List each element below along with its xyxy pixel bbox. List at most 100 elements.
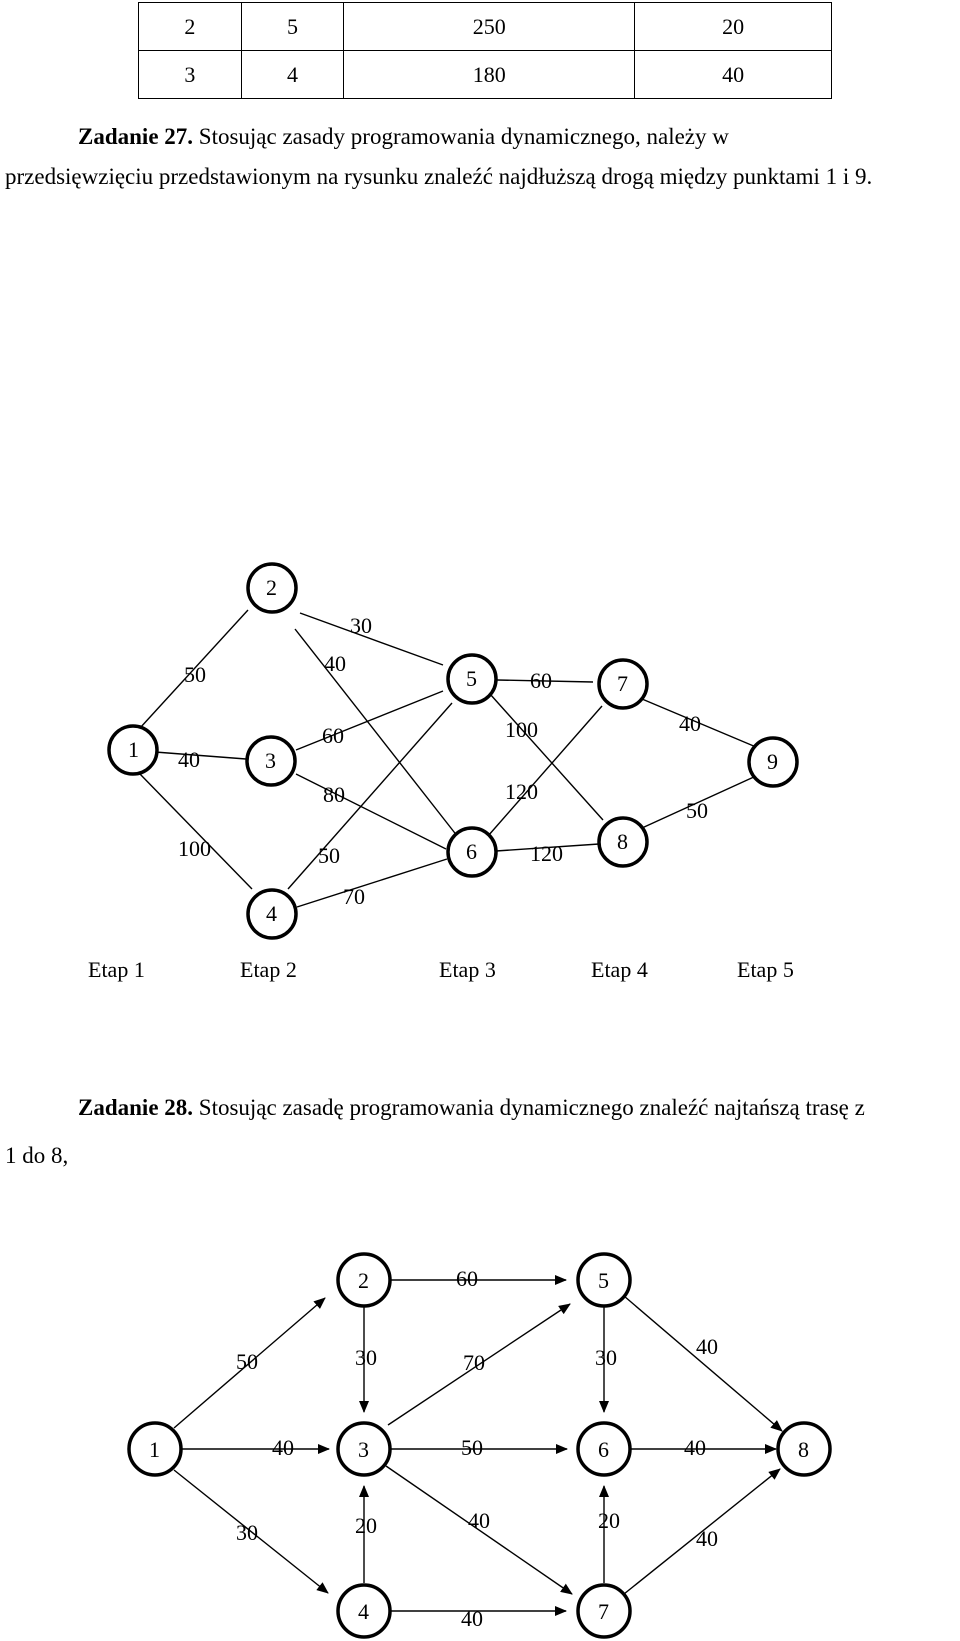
node-6: 6 bbox=[576, 1421, 632, 1477]
edge-8-9 bbox=[641, 775, 757, 829]
edge-3-6 bbox=[295, 773, 447, 850]
graph-task28: 1 2 3 4 5 6 7 8 50 40 30 60 30 70 20 50 … bbox=[127, 1252, 832, 1639]
edge-label: 80 bbox=[323, 782, 345, 807]
node-5: 5 bbox=[576, 1252, 632, 1308]
edge-label: 40 bbox=[684, 1435, 706, 1460]
graph27-edges bbox=[138, 609, 757, 908]
edge-3-5 bbox=[295, 690, 444, 751]
graph28-edges bbox=[173, 1275, 783, 1616]
edge-label: 40 bbox=[679, 711, 701, 736]
stage-label: Etap 3 bbox=[439, 957, 496, 982]
edge-label: 50 bbox=[686, 798, 708, 823]
node-label: 7 bbox=[598, 1599, 609, 1624]
edge-7-8 bbox=[623, 1468, 781, 1595]
node-label: 7 bbox=[617, 671, 628, 696]
node-label: 8 bbox=[617, 829, 628, 854]
table-cell: 2 bbox=[138, 2, 242, 51]
edge-1-4 bbox=[173, 1469, 329, 1594]
edge-label: 120 bbox=[505, 779, 538, 804]
edge-label: 60 bbox=[456, 1266, 478, 1291]
node-label: 5 bbox=[466, 666, 477, 691]
task28-text-line2: 1 do 8, bbox=[5, 1143, 69, 1168]
node-label: 3 bbox=[265, 748, 276, 773]
node-label: 4 bbox=[266, 901, 277, 926]
edge-label: 40 bbox=[178, 747, 200, 772]
table-cell: 5 bbox=[240, 2, 345, 51]
edge-5-8 bbox=[489, 693, 604, 821]
node-label: 4 bbox=[358, 1599, 369, 1624]
edge-label: 30 bbox=[350, 613, 372, 638]
edge-label: 20 bbox=[355, 1513, 377, 1538]
edge-label: 40 bbox=[696, 1334, 718, 1359]
node-label: 8 bbox=[798, 1437, 809, 1462]
edge-label: 30 bbox=[595, 1345, 617, 1370]
stage-label: Etap 5 bbox=[737, 957, 794, 982]
task27-title: Zadanie 27. bbox=[78, 124, 194, 149]
table-row: 3 4 180 40 bbox=[138, 50, 832, 99]
task27-text-line2: przedsięwzięciu przedstawionym na rysunk… bbox=[5, 164, 873, 189]
edge-label: 60 bbox=[530, 668, 552, 693]
table-cell: 250 bbox=[343, 2, 636, 51]
node-label: 1 bbox=[128, 737, 139, 762]
task28-text-line1: Stosując zasadę programowania dynamiczne… bbox=[198, 1095, 865, 1120]
edge-1-2 bbox=[139, 609, 249, 729]
edge-label: 40 bbox=[272, 1435, 294, 1460]
node-7: 7 bbox=[597, 658, 649, 710]
edge-6-8 bbox=[495, 843, 600, 852]
node-label: 1 bbox=[149, 1437, 160, 1462]
node-1: 1 bbox=[107, 724, 159, 776]
edge-label: 100 bbox=[505, 717, 538, 742]
edge-3-7 bbox=[385, 1465, 573, 1595]
edge-label: 40 bbox=[324, 651, 346, 676]
edge-label: 40 bbox=[468, 1508, 490, 1533]
node-3: 3 bbox=[245, 735, 297, 787]
edge-label: 50 bbox=[236, 1349, 258, 1374]
edge-label: 40 bbox=[696, 1526, 718, 1551]
node-label: 6 bbox=[598, 1437, 609, 1462]
node-7: 7 bbox=[576, 1583, 632, 1639]
edge-5-7 bbox=[496, 679, 594, 683]
edge-5-8 bbox=[623, 1295, 783, 1432]
edge-2-5 bbox=[299, 612, 444, 666]
node-2: 2 bbox=[246, 562, 298, 614]
node-label: 2 bbox=[358, 1268, 369, 1293]
edge-1-4 bbox=[138, 772, 253, 890]
edge-label: 50 bbox=[318, 843, 340, 868]
node-6: 6 bbox=[446, 826, 498, 878]
edge-label: 50 bbox=[184, 662, 206, 687]
graph27-nodes: 1 2 3 4 5 6 7 8 9 bbox=[107, 562, 799, 940]
node-1: 1 bbox=[127, 1421, 183, 1477]
edge-label: 40 bbox=[461, 1606, 483, 1631]
table-cell: 3 bbox=[138, 50, 242, 99]
stage-label: Etap 4 bbox=[591, 957, 648, 982]
node-4: 4 bbox=[336, 1583, 392, 1639]
graph-task27: 1 2 3 4 5 6 7 8 9 50 40 100 30 40 60 80 … bbox=[107, 562, 799, 940]
edge-label: 100 bbox=[178, 836, 211, 861]
stage-labels: Etap 1 Etap 2 Etap 3 Etap 4 Etap 5 bbox=[0, 955, 960, 985]
edge-label: 50 bbox=[461, 1435, 483, 1460]
node-5: 5 bbox=[446, 653, 498, 705]
task28-title: Zadanie 28. bbox=[78, 1095, 194, 1120]
node-8: 8 bbox=[597, 816, 649, 868]
node-2: 2 bbox=[336, 1252, 392, 1308]
edge-label: 60 bbox=[322, 723, 344, 748]
node-label: 2 bbox=[266, 575, 277, 600]
table-cell: 4 bbox=[240, 50, 345, 99]
node-8: 8 bbox=[776, 1421, 832, 1477]
node-label: 5 bbox=[598, 1268, 609, 1293]
stage-label: Etap 2 bbox=[240, 957, 297, 982]
node-label: 6 bbox=[466, 839, 477, 864]
edge-label: 30 bbox=[236, 1520, 258, 1545]
node-label: 3 bbox=[358, 1437, 369, 1462]
edge-1-2 bbox=[173, 1297, 326, 1429]
edge-3-5 bbox=[387, 1303, 571, 1426]
node-3: 3 bbox=[336, 1421, 392, 1477]
stage-label: Etap 1 bbox=[88, 957, 145, 982]
edge-2-6 bbox=[294, 628, 459, 838]
task28-line1: Zadanie 28. Stosując zasadę programowani… bbox=[78, 1094, 865, 1122]
edge-label: 70 bbox=[463, 1350, 485, 1375]
task27-line1: Zadanie 27. Stosując zasady programowani… bbox=[78, 123, 729, 151]
edge-1-3 bbox=[154, 751, 247, 760]
edge-4-5 bbox=[287, 702, 453, 890]
data-table: 2 5 250 20 3 4 180 40 bbox=[138, 2, 832, 99]
